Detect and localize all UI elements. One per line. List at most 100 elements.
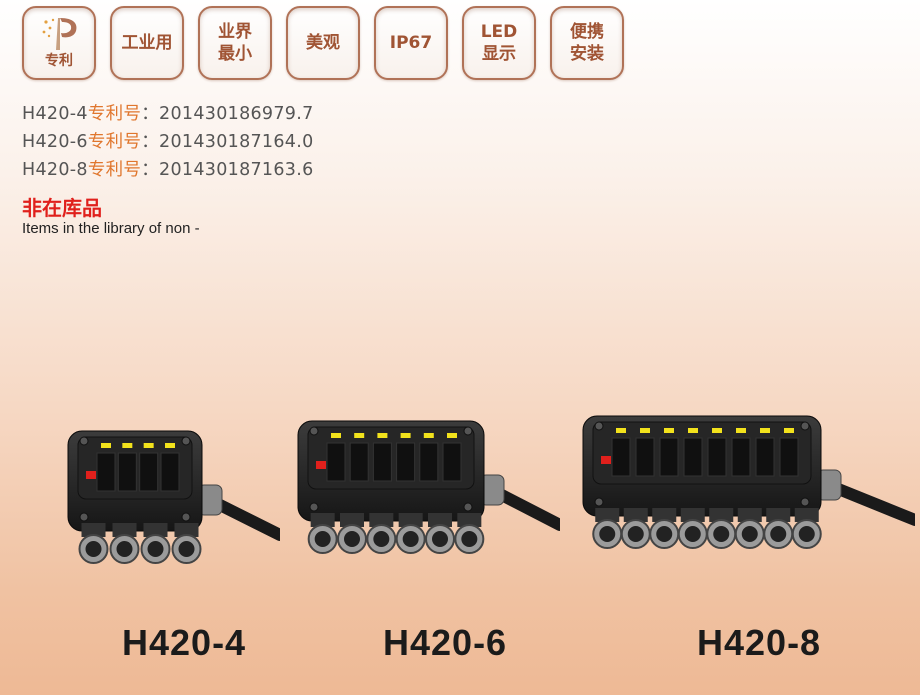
non-stock-subtitle: Items in the library of non - <box>22 220 200 237</box>
power-led <box>86 471 96 479</box>
screw <box>463 502 473 512</box>
led-window <box>635 437 655 477</box>
model-label-h420-4: H420-4 <box>122 622 247 663</box>
badge-smallest: 业界 最小 <box>198 6 272 80</box>
led-window <box>117 452 137 492</box>
port-collar <box>112 523 137 537</box>
led-window <box>160 452 180 492</box>
led-indicator <box>664 428 674 433</box>
port-collar <box>310 513 335 527</box>
screw <box>463 426 473 436</box>
badge-industrial: 工业用 <box>110 6 184 80</box>
screw <box>181 512 191 522</box>
port-hole <box>741 526 758 542</box>
led-window <box>779 437 799 477</box>
product-image-h420-6 <box>297 420 560 554</box>
led-indicator <box>712 428 722 433</box>
led-indicator <box>616 428 626 433</box>
led-indicator <box>331 433 341 438</box>
cable <box>825 480 915 526</box>
led-indicator <box>165 443 175 448</box>
port-collar <box>766 508 791 522</box>
badge-beautiful: 美观 <box>286 6 360 80</box>
screw <box>79 512 89 522</box>
port-collar <box>369 513 394 527</box>
port-hole <box>461 531 478 547</box>
screw <box>594 497 604 507</box>
port-collar <box>398 513 423 527</box>
patent-logo-icon <box>42 18 77 50</box>
led-indicator <box>640 428 650 433</box>
led-window <box>349 442 369 482</box>
port-hole <box>770 526 787 542</box>
screw <box>594 421 604 431</box>
port-collar <box>457 513 482 527</box>
port-hole <box>147 541 164 557</box>
led-window <box>659 437 679 477</box>
patent-list: H420-4专利号：201430186979.7 H420-6专利号：20143… <box>22 100 314 184</box>
model-label-h420-6: H420-6 <box>383 622 508 663</box>
led-window <box>139 452 159 492</box>
led-indicator <box>400 433 411 438</box>
led-window <box>96 452 116 492</box>
port-hole <box>402 531 419 547</box>
led-indicator <box>760 428 770 433</box>
screw <box>800 497 810 507</box>
led-indicator <box>354 433 365 438</box>
port-collar <box>652 508 677 522</box>
led-indicator <box>423 433 434 438</box>
port-collar <box>794 508 819 522</box>
power-led <box>316 461 326 469</box>
led-indicator <box>784 428 794 433</box>
port-collar <box>737 508 762 522</box>
led-window <box>372 442 392 482</box>
patent-line: H420-4专利号：201430186979.7 <box>22 104 314 124</box>
led-window <box>707 437 727 477</box>
port-hole <box>314 531 331 547</box>
led-window <box>611 437 631 477</box>
patent-line: H420-6专利号：201430187164.0 <box>22 132 314 152</box>
port-collar <box>428 513 452 527</box>
led-indicator <box>122 443 133 448</box>
power-led <box>601 456 611 464</box>
non-stock-title: 非在库品 <box>22 196 102 220</box>
cable <box>206 495 280 541</box>
led-window <box>419 442 439 482</box>
led-indicator <box>101 443 111 448</box>
port-collar <box>174 523 199 537</box>
badge-patent: 专利 <box>22 6 96 80</box>
port-hole <box>344 531 360 547</box>
led-indicator <box>736 428 746 433</box>
port-hole <box>713 526 730 542</box>
patent-line: H420-8专利号：201430187163.6 <box>22 160 314 180</box>
badge-ip67: IP67 <box>374 6 448 80</box>
led-window <box>396 442 416 482</box>
led-window <box>442 442 462 482</box>
led-indicator <box>143 443 154 448</box>
port-hole <box>432 531 448 547</box>
feature-badges: 专利 工业用 业界 最小 美观 IP67 LED 显示 便携 安装 <box>22 6 624 80</box>
port-collar <box>709 508 734 522</box>
screw <box>181 436 191 446</box>
led-window <box>326 442 346 482</box>
screw <box>79 436 89 446</box>
port-hole <box>373 531 390 547</box>
port-hole <box>798 526 815 542</box>
port-hole <box>627 526 644 542</box>
screw <box>309 502 319 512</box>
port-collar <box>143 523 168 537</box>
screw <box>309 426 319 436</box>
port-hole <box>656 526 673 542</box>
badge-install: 便携 安装 <box>550 6 624 80</box>
badge-led: LED 显示 <box>462 6 536 80</box>
led-indicator <box>377 433 388 438</box>
port-collar <box>81 523 106 537</box>
port-hole <box>116 541 133 557</box>
screw <box>800 421 810 431</box>
port-hole <box>85 541 102 557</box>
model-label-h420-8: H420-8 <box>697 622 822 663</box>
led-window <box>683 437 703 477</box>
port-hole <box>684 526 701 542</box>
port-collar <box>340 513 364 527</box>
product-image-h420-4 <box>67 430 280 564</box>
